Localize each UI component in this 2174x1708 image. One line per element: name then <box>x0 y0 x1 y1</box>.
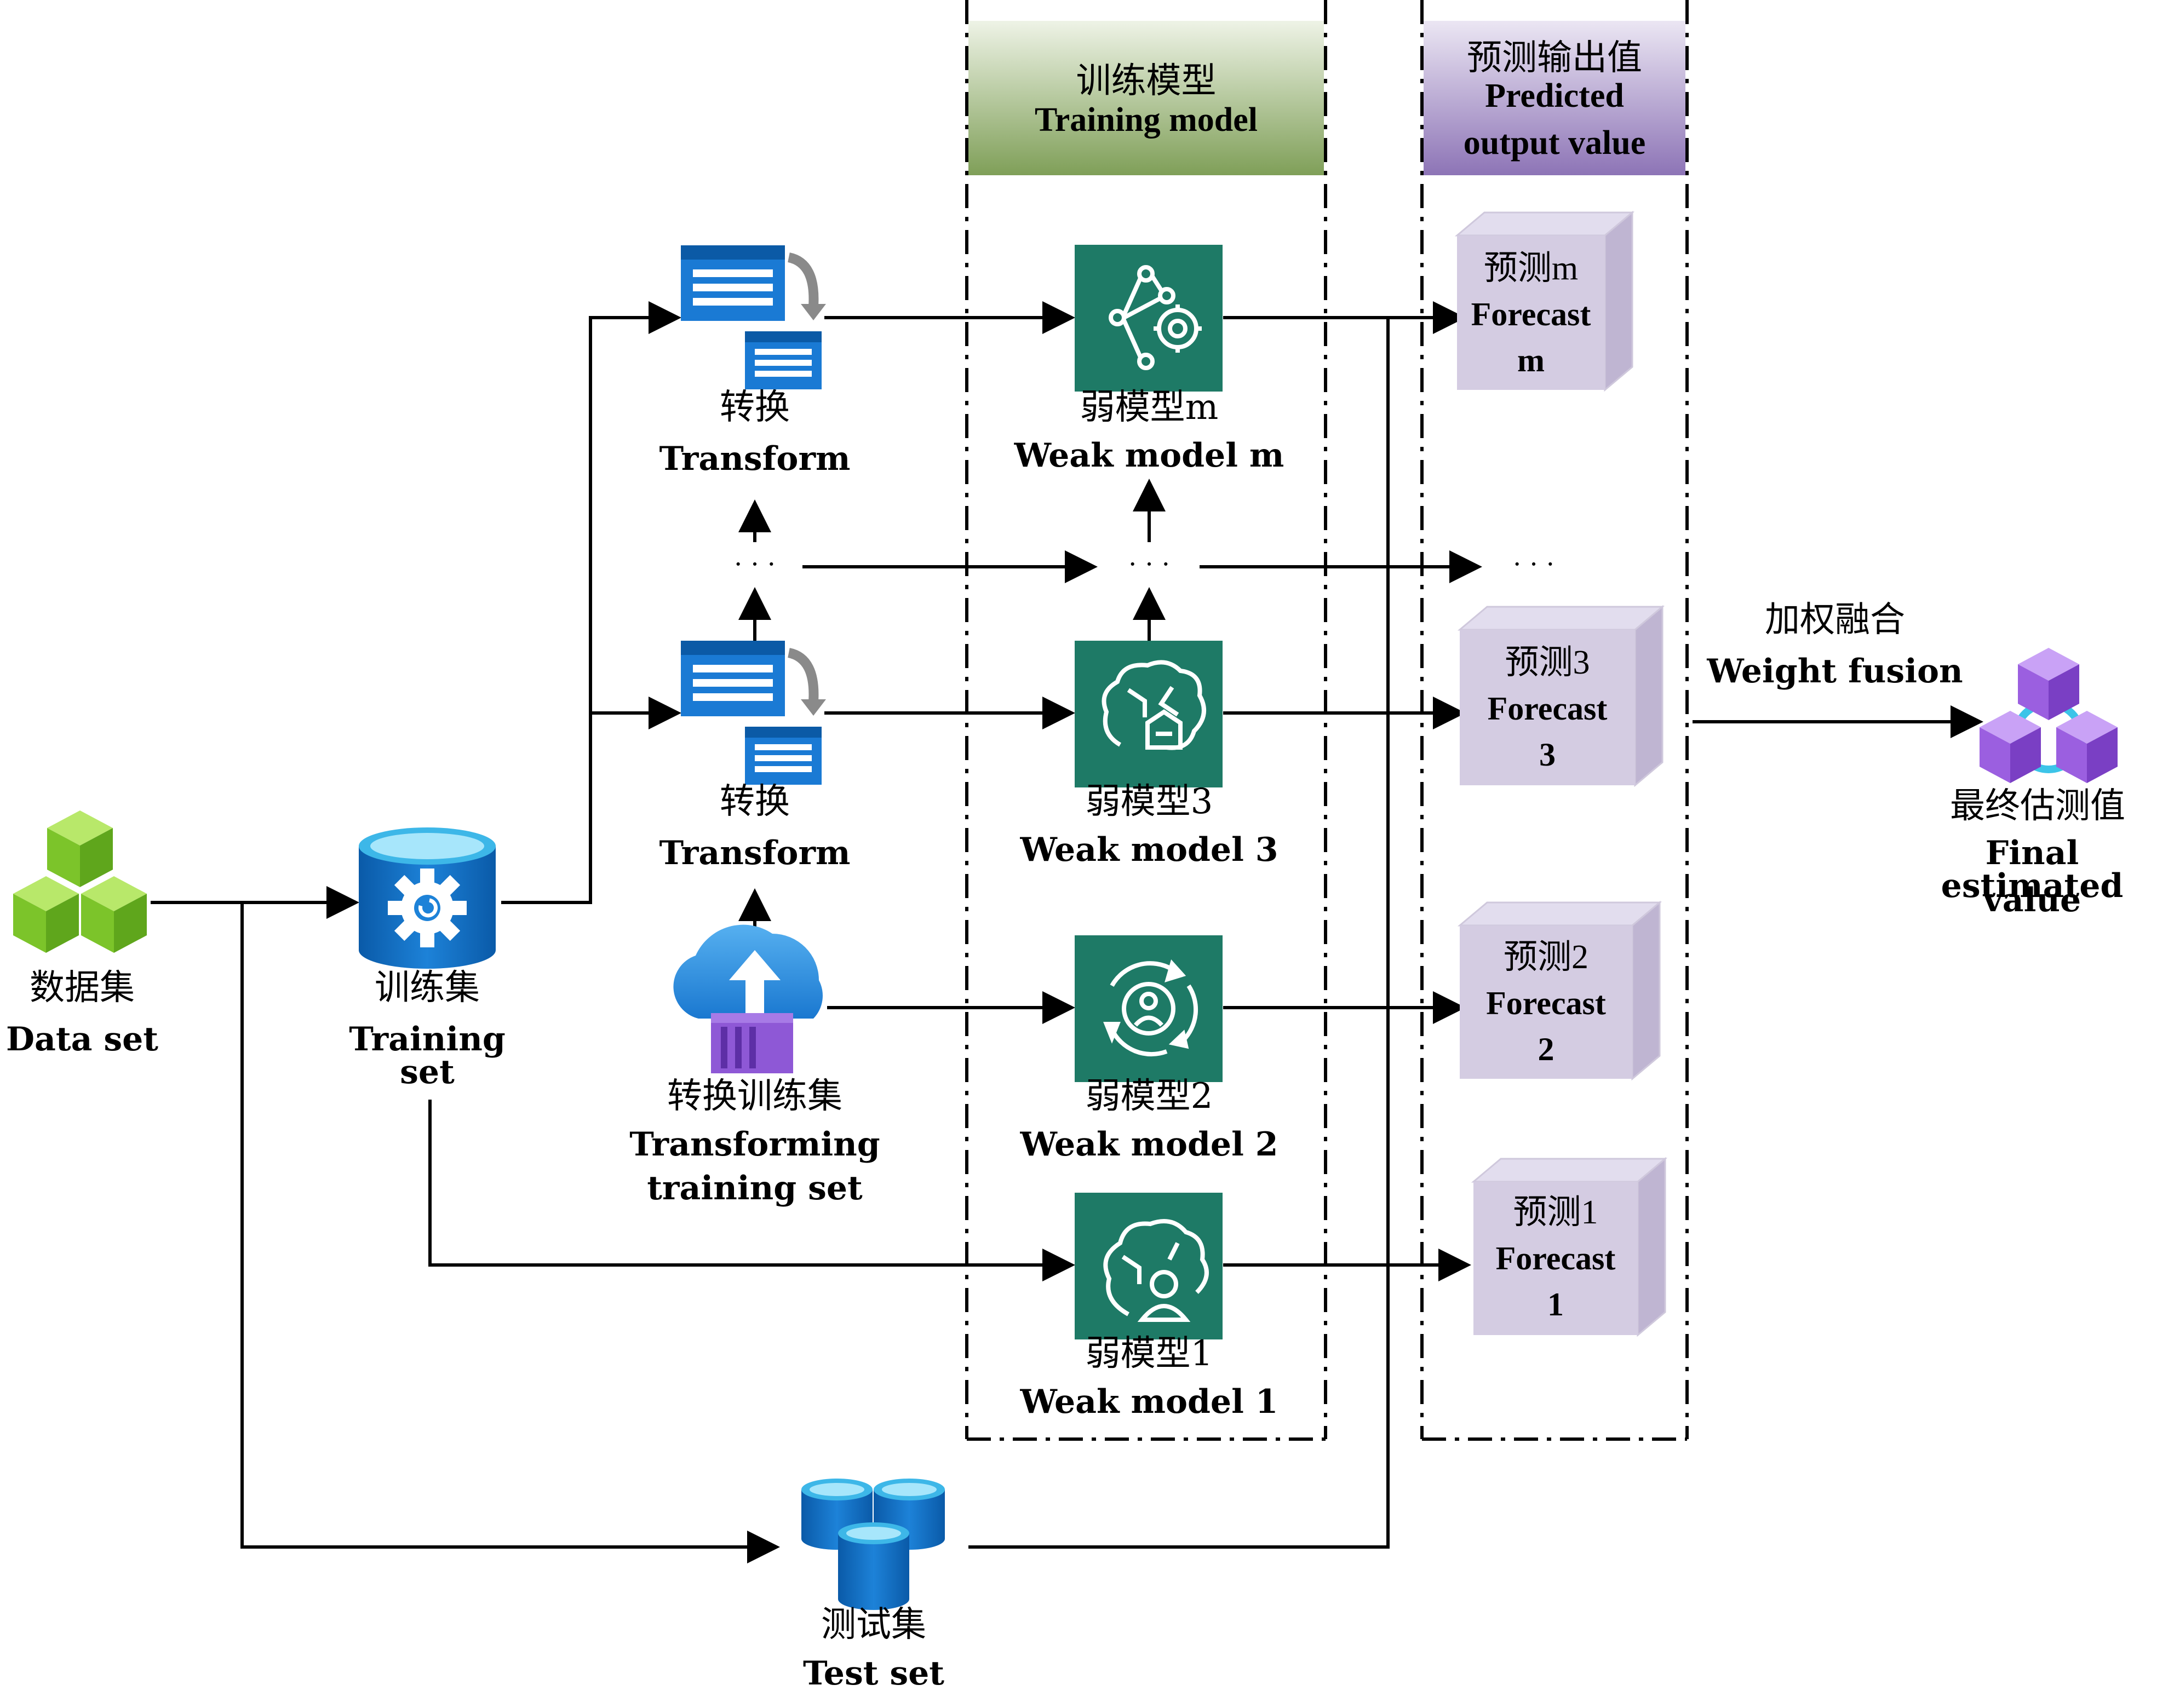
training-set-label-cn: 训练集 <box>375 968 480 1008</box>
weak-model-2-label-cn: 弱模型2 <box>1085 1076 1213 1117</box>
weak-model-m-label-en: Weak model m <box>1014 436 1284 475</box>
test-set-label-cn: 测试集 <box>821 1605 926 1645</box>
forecast-3-en: Forecast <box>1487 691 1608 727</box>
forecast-2-box <box>1457 900 1662 1081</box>
forecast-m-id: m <box>1517 342 1545 378</box>
weak-model-1-label-cn: 弱模型1 <box>1085 1333 1213 1374</box>
forecast-2-id: 2 <box>1538 1031 1555 1067</box>
training-model-header <box>968 21 1324 175</box>
dataset-cubes-icon <box>13 810 147 953</box>
training-model-header-en: Training model <box>1034 101 1258 139</box>
transform-mid-label-en: Transform <box>659 834 851 872</box>
training-set-label-en: Training set <box>349 1020 506 1091</box>
forecast-m-en: Forecast <box>1471 296 1591 332</box>
weak-model-m-label-cn: 弱模型m <box>1080 387 1219 428</box>
final-label-cn: 最终估测值 <box>1950 786 2125 826</box>
fusion-label-cn: 加权融合 <box>1765 600 1905 640</box>
weak-model-3-brain-icon <box>1075 641 1223 787</box>
weak-model-3-label-en: Weak model 3 <box>1020 831 1278 869</box>
weak-model-2-cycle-icon <box>1075 935 1223 1082</box>
forecast-2-text: 预测2 Forecast 2 <box>1460 934 1632 1072</box>
transform-mid-icon <box>681 641 826 785</box>
transforming-set-label-en1: Transforming <box>629 1125 880 1164</box>
predicted-output-header <box>1424 21 1685 175</box>
forecast-1-text: 预测1 Forecast 1 <box>1473 1189 1638 1327</box>
transform-top-label-en: Transform <box>659 440 851 478</box>
dataset-label-cn: 数据集 <box>30 968 135 1008</box>
forecast-1-cn: 预测1 <box>1513 1194 1598 1231</box>
forecast-1-id: 1 <box>1547 1286 1564 1322</box>
transforming-set-label-en2: training set <box>647 1169 863 1207</box>
transforming-set-label-cn: 转换训练集 <box>667 1076 842 1117</box>
connectors <box>151 301 1983 1563</box>
training-model-header-cn: 训练模型 <box>1076 61 1217 100</box>
forecast-m-text: 预测m Forecast m <box>1457 245 1605 383</box>
test-set-databases-icon <box>801 1479 945 1610</box>
weak-model-m-network-icon <box>1075 245 1223 392</box>
training-model-frame <box>965 0 1327 1441</box>
forecast-m-cn: 预测m <box>1483 250 1579 287</box>
training-set-database-icon <box>359 827 496 969</box>
ellipsis-transform: · · · <box>733 549 776 580</box>
forecast-1-en: Forecast <box>1495 1240 1616 1276</box>
ellipsis-model: · · · <box>1128 549 1171 580</box>
ellipsis-forecast: · · · <box>1512 549 1555 580</box>
predicted-output-header-en2: output value <box>1463 124 1646 162</box>
transform-top-icon <box>681 245 826 389</box>
forecast-2-en: Forecast <box>1486 985 1606 1021</box>
predicted-output-header-en1: Predicted <box>1485 77 1624 114</box>
test-set-label-en: Test set <box>803 1654 944 1693</box>
forecast-3-id: 3 <box>1539 737 1556 773</box>
transform-top-label-cn: 转换 <box>720 387 790 428</box>
forecast-3-box <box>1457 605 1665 787</box>
weak-model-1-brain-person-icon <box>1075 1193 1223 1339</box>
forecast-2-cn: 预测2 <box>1503 939 1588 976</box>
predicted-output-header-cn: 预测输出值 <box>1467 38 1642 77</box>
forecast-3-text: 预测3 Forecast 3 <box>1460 640 1635 778</box>
fusion-label-en: Weight fusion <box>1707 652 1963 691</box>
weak-model-2-label-en: Weak model 2 <box>1020 1125 1278 1164</box>
final-value-cubes-icon <box>1980 648 2118 783</box>
weak-model-3-label-cn: 弱模型3 <box>1085 781 1213 822</box>
final-label-en1: Final estimated <box>1941 834 2124 905</box>
weak-model-1-label-en: Weak model 1 <box>1020 1383 1278 1421</box>
forecast-m-box <box>1454 210 1635 392</box>
predicted-output-frame <box>1420 0 1689 1441</box>
dataset-label-en: Data set <box>5 1020 159 1059</box>
cloud-upload-icon <box>673 924 823 1073</box>
final-label-en2: value <box>1983 881 2081 919</box>
forecast-1-box <box>1471 1157 1668 1337</box>
transform-mid-label-cn: 转换 <box>720 781 790 822</box>
forecast-3-cn: 预测3 <box>1505 644 1590 681</box>
